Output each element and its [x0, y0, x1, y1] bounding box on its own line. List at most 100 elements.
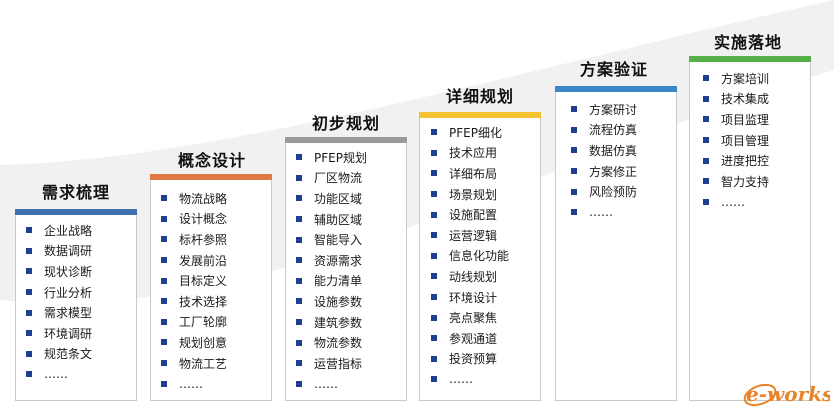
phase-item: 工厂轮廓	[161, 312, 227, 333]
phase-title: 初步规划	[312, 114, 381, 133]
phase-item-label: 场景规划	[449, 187, 498, 202]
phase-item-label: 参观通道	[449, 331, 498, 346]
phase-item: ……	[296, 374, 367, 395]
phase-item-label: 现状诊断	[44, 264, 93, 279]
phase-item-list: PFEP规划厂区物流功能区域辅助区域智能导入资源需求能力清单设施参数建筑参数物流…	[296, 147, 367, 394]
bullet-square-icon	[431, 294, 437, 301]
phase-item: 运营指标	[296, 353, 367, 374]
phase-title: 详细规划	[446, 87, 515, 106]
phase-item-label: 亮点聚焦	[449, 311, 498, 326]
bullet-square-icon	[161, 195, 167, 202]
bullet-square-icon	[296, 339, 302, 346]
phase-item-label: 运营指标	[314, 356, 363, 371]
phase-item-label: 动线规划	[449, 269, 498, 284]
phase-item-label: 方案研讨	[589, 102, 638, 117]
e-works-logo: e-works	[743, 382, 830, 407]
phase-item-label: 辅助区域	[314, 212, 363, 227]
bullet-square-icon	[161, 215, 167, 222]
phase-item-label: 建筑参数	[314, 315, 363, 330]
bullet-square-icon	[431, 211, 437, 218]
bullet-square-icon	[296, 380, 302, 387]
phase-item: 资源需求	[296, 250, 367, 271]
phase-item-label: 功能区域	[314, 191, 363, 206]
phase-item: 需求模型	[26, 302, 92, 323]
bullet-square-icon	[571, 209, 577, 216]
phase-item-label: 技术选择	[179, 294, 228, 309]
phase-item-label: 方案培训	[721, 71, 770, 86]
phase-item-label: 目标定义	[179, 274, 228, 289]
phase-item: 环境调研	[26, 323, 92, 344]
phase-item: 规划创意	[161, 332, 227, 353]
phase-item-label: ……	[721, 194, 745, 209]
phase-item-label: 规范条文	[44, 347, 93, 362]
phase-item: 行业分析	[26, 282, 92, 303]
phase-item: 智力支持	[703, 171, 769, 192]
bullet-square-icon	[431, 170, 437, 177]
phase-item: 技术应用	[431, 143, 509, 164]
phase-item-label: 流程仿真	[589, 123, 638, 138]
phase-color-bar	[689, 56, 811, 62]
phase-item: 数据仿真	[571, 140, 637, 161]
phase-item-list: 方案研讨流程仿真数据仿真方案修正风险预防……	[571, 99, 637, 223]
bullet-square-icon	[431, 273, 437, 280]
phase-item: 目标定义	[161, 270, 227, 291]
logo-lettering: e-works	[746, 382, 830, 406]
phase-item: 建筑参数	[296, 312, 367, 333]
phase-item-label: 工厂轮廓	[179, 315, 228, 330]
bullet-square-icon	[296, 360, 302, 367]
phase-item: ……	[161, 373, 227, 394]
bullet-square-icon	[571, 106, 577, 113]
phase-item: 物流战略	[161, 188, 227, 209]
phase-title: 方案验证	[580, 60, 649, 79]
phase-item-label: 设施配置	[449, 208, 498, 223]
phase-item-box	[419, 118, 541, 401]
phase-item: 数据调研	[26, 241, 92, 262]
phase-item-list: 方案培训技术集成项目监理项目管理进度把控智力支持……	[703, 68, 769, 212]
bullet-square-icon	[26, 350, 32, 357]
phase-item-label: 物流战略	[179, 191, 228, 206]
phase-item-label: PFEP规划	[314, 150, 367, 165]
phase-item-list: 物流战略设计概念标杆参照发展前沿目标定义技术选择工厂轮廓规划创意物流工艺……	[161, 188, 227, 394]
phase-item-label: 数据调研	[44, 244, 93, 259]
phase-item: 投资预算	[431, 349, 509, 370]
phase-item-label: ……	[449, 372, 473, 387]
bullet-square-icon	[703, 178, 709, 185]
bullet-square-icon	[703, 116, 709, 123]
phase-item: 风险预防	[571, 181, 637, 202]
phase-item-label: 详细布局	[449, 166, 498, 181]
phase-item-label: 企业战略	[44, 223, 93, 238]
phase-item-label: 规划创意	[179, 335, 228, 350]
phase-item-list: 企业战略数据调研现状诊断行业分析需求模型环境调研规范条文……	[26, 220, 92, 385]
bullet-square-icon	[703, 75, 709, 82]
phase-item-box	[285, 143, 407, 401]
phase-item: 规范条文	[26, 344, 92, 365]
phase-item-box	[689, 62, 811, 401]
phase-item-label: 厂区物流	[314, 171, 363, 186]
phase-item: 方案培训	[703, 68, 769, 89]
bullet-square-icon	[571, 126, 577, 133]
phase-item: 流程仿真	[571, 120, 637, 141]
phase-item-box	[555, 92, 677, 401]
phase-item-label: 设施参数	[314, 294, 363, 309]
phase-item: 参观通道	[431, 328, 509, 349]
phase-item-label: 能力清单	[314, 274, 363, 289]
phase-item-label: ……	[589, 205, 613, 220]
phase-title: 实施落地	[714, 33, 783, 52]
bullet-square-icon	[161, 318, 167, 325]
phase-item-box	[150, 180, 272, 401]
phase-item-label: 技术应用	[449, 146, 498, 161]
phase-item: 方案研讨	[571, 99, 637, 120]
phase-item-label: 项目监理	[721, 112, 770, 127]
bullet-square-icon	[296, 216, 302, 223]
phase-item-label: 环境设计	[449, 290, 498, 305]
phase-item-list: PFEP细化技术应用详细布局场景规划设施配置运营逻辑信息化功能动线规划环境设计亮…	[431, 122, 509, 390]
phase-title: 概念设计	[178, 151, 247, 170]
phase-item: 场景规划	[431, 184, 509, 205]
phase-item-label: 项目管理	[721, 133, 770, 148]
phase-item: 信息化功能	[431, 246, 509, 267]
bullet-square-icon	[431, 232, 437, 239]
bullet-square-icon	[296, 174, 302, 181]
phase-item: 能力清单	[296, 271, 367, 292]
phase-item-label: ……	[314, 376, 338, 391]
